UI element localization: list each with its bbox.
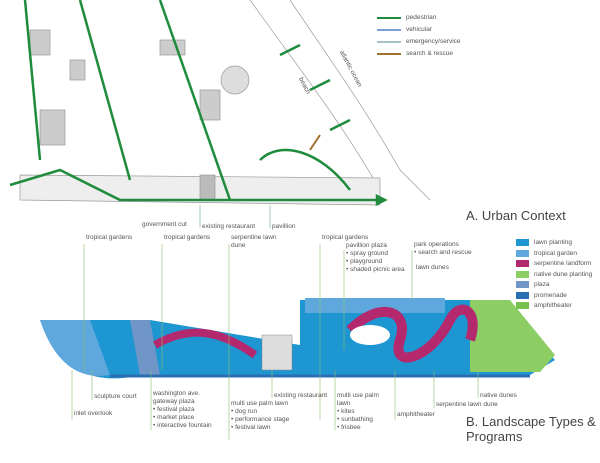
legend-label: amphitheater xyxy=(534,302,572,309)
label-lawn-dunes: lawn dunes xyxy=(416,264,449,271)
label-festival-lawn: • festival lawn xyxy=(231,424,271,431)
label-park-operations: park operations xyxy=(414,241,459,248)
pavillion-label: pavillion xyxy=(272,223,296,230)
legend-label: serpentine landform xyxy=(534,260,592,267)
label-tropical-gardens-2: tropical gardens xyxy=(164,234,211,241)
legend-label: lawn planting xyxy=(534,239,572,246)
title-landscape-types: B. Landscape Types & Programs xyxy=(466,414,596,444)
label-frisbee: • frisbee xyxy=(337,424,361,431)
legend-label: search & rescue xyxy=(406,50,453,57)
urban-leader-lines xyxy=(199,205,271,228)
label-dog-run: • dog run xyxy=(231,408,258,415)
legend-label: plaza xyxy=(534,281,550,288)
label-lawn: lawn xyxy=(337,400,351,407)
legend-label: tropical garden xyxy=(534,249,577,257)
label-sunbathing: • sunbathing xyxy=(337,416,373,423)
label-multi-use-palm-lawn: multi use palm lawn xyxy=(231,400,289,407)
beach-line xyxy=(249,0,381,191)
label-multi-use-palm: multi use palm xyxy=(337,392,379,399)
label-playground: • playground xyxy=(346,258,383,265)
label-interactive-fountain: • interactive fountain xyxy=(153,422,212,429)
legend-label: pedestrian xyxy=(406,14,437,21)
legend-label: emergency/service xyxy=(406,38,461,45)
label-serpentine-lawn-dune: serpentine lawn dune xyxy=(436,401,498,408)
label-existing-restaurant: existing restaurant xyxy=(274,392,328,399)
existing-restaurant-label: existing restaurant xyxy=(202,223,256,230)
legend-search-rescue: search & rescue xyxy=(377,50,453,57)
government-cut-label: government cut xyxy=(142,221,187,228)
pedestrian-routes xyxy=(9,0,388,207)
label-search-rescue: • search and rescue xyxy=(414,249,472,256)
label-gateway-plaza: gateway plaza xyxy=(153,398,195,405)
label-performance-stage: • performance stage xyxy=(231,416,290,423)
landscape-legend: lawn planting tropical garden serpentine… xyxy=(516,239,592,309)
label-picnic-area: • shaded picnic area xyxy=(346,266,405,273)
legend-plaza: plaza xyxy=(516,281,592,288)
legend-pedestrian: pedestrian xyxy=(377,14,436,21)
label-kites: • kites xyxy=(337,408,355,415)
search-rescue-route xyxy=(309,134,321,151)
legend-native-dune: native dune planting xyxy=(516,270,593,278)
label-serpentine-lawn: serpentine lawn xyxy=(231,234,277,241)
label-pavillion-plaza: pavillion plaza xyxy=(346,242,387,249)
label-amphitheater: amphitheater xyxy=(397,411,435,418)
label-inlet-overlook: inlet overlook xyxy=(74,410,113,417)
legend-lawn-planting: lawn planting xyxy=(516,239,592,246)
legend-label: native dune planting xyxy=(534,270,593,278)
legend-vehicular: vehicular xyxy=(377,26,432,33)
label-tropical-gardens-3: tropical gardens xyxy=(322,234,369,241)
label-washington-ave: washington ave. xyxy=(153,390,200,397)
landscape-leader-lines xyxy=(71,244,479,440)
legend-promenade: promenade xyxy=(516,291,592,299)
landscape-plan xyxy=(40,298,555,379)
label-sculpture-court: sculpture court xyxy=(94,393,137,400)
legend-serpentine-landform: serpentine landform xyxy=(516,260,592,267)
legend-amphitheater: amphitheater xyxy=(516,302,592,309)
legend-label: vehicular xyxy=(406,26,433,33)
label-spray-ground: • spray ground xyxy=(346,250,389,257)
legend-label: promenade xyxy=(534,291,567,299)
legend-tropical-garden: tropical garden xyxy=(516,249,592,257)
label-serpentine-dune: dune xyxy=(231,242,246,249)
title-urban-context: A. Urban Context xyxy=(466,208,566,223)
legend-emergency: emergency/service xyxy=(377,38,461,45)
label-market-place: • market place xyxy=(153,414,195,421)
label-native-dunes: native dunes xyxy=(480,392,517,399)
urban-context-map xyxy=(19,0,431,206)
label-tropical-gardens-1: tropical gardens xyxy=(86,234,133,241)
label-festival-plaza: • festival plaza xyxy=(153,406,195,413)
